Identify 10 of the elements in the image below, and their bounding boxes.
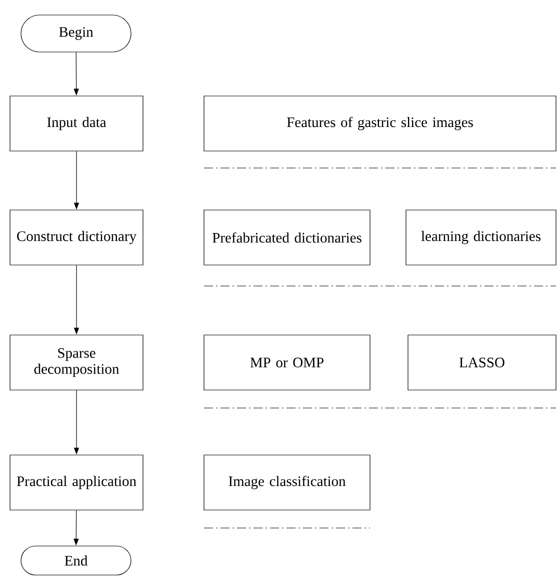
- process-box: Prefabricated dictionaries: [204, 210, 370, 266]
- process-box: learning dictionaries: [406, 210, 556, 266]
- process-box: Input data: [10, 96, 144, 152]
- process-box: Sparse decomposition: [10, 334, 144, 390]
- process-box: Practical application: [10, 454, 144, 510]
- process-box: MP or OMP: [204, 334, 370, 390]
- process-box: Image classification: [204, 454, 370, 510]
- process-box: Features of gastric slice images: [204, 96, 556, 152]
- process-box: LASSO: [408, 334, 556, 390]
- process-box: Construct dictionary: [10, 210, 144, 266]
